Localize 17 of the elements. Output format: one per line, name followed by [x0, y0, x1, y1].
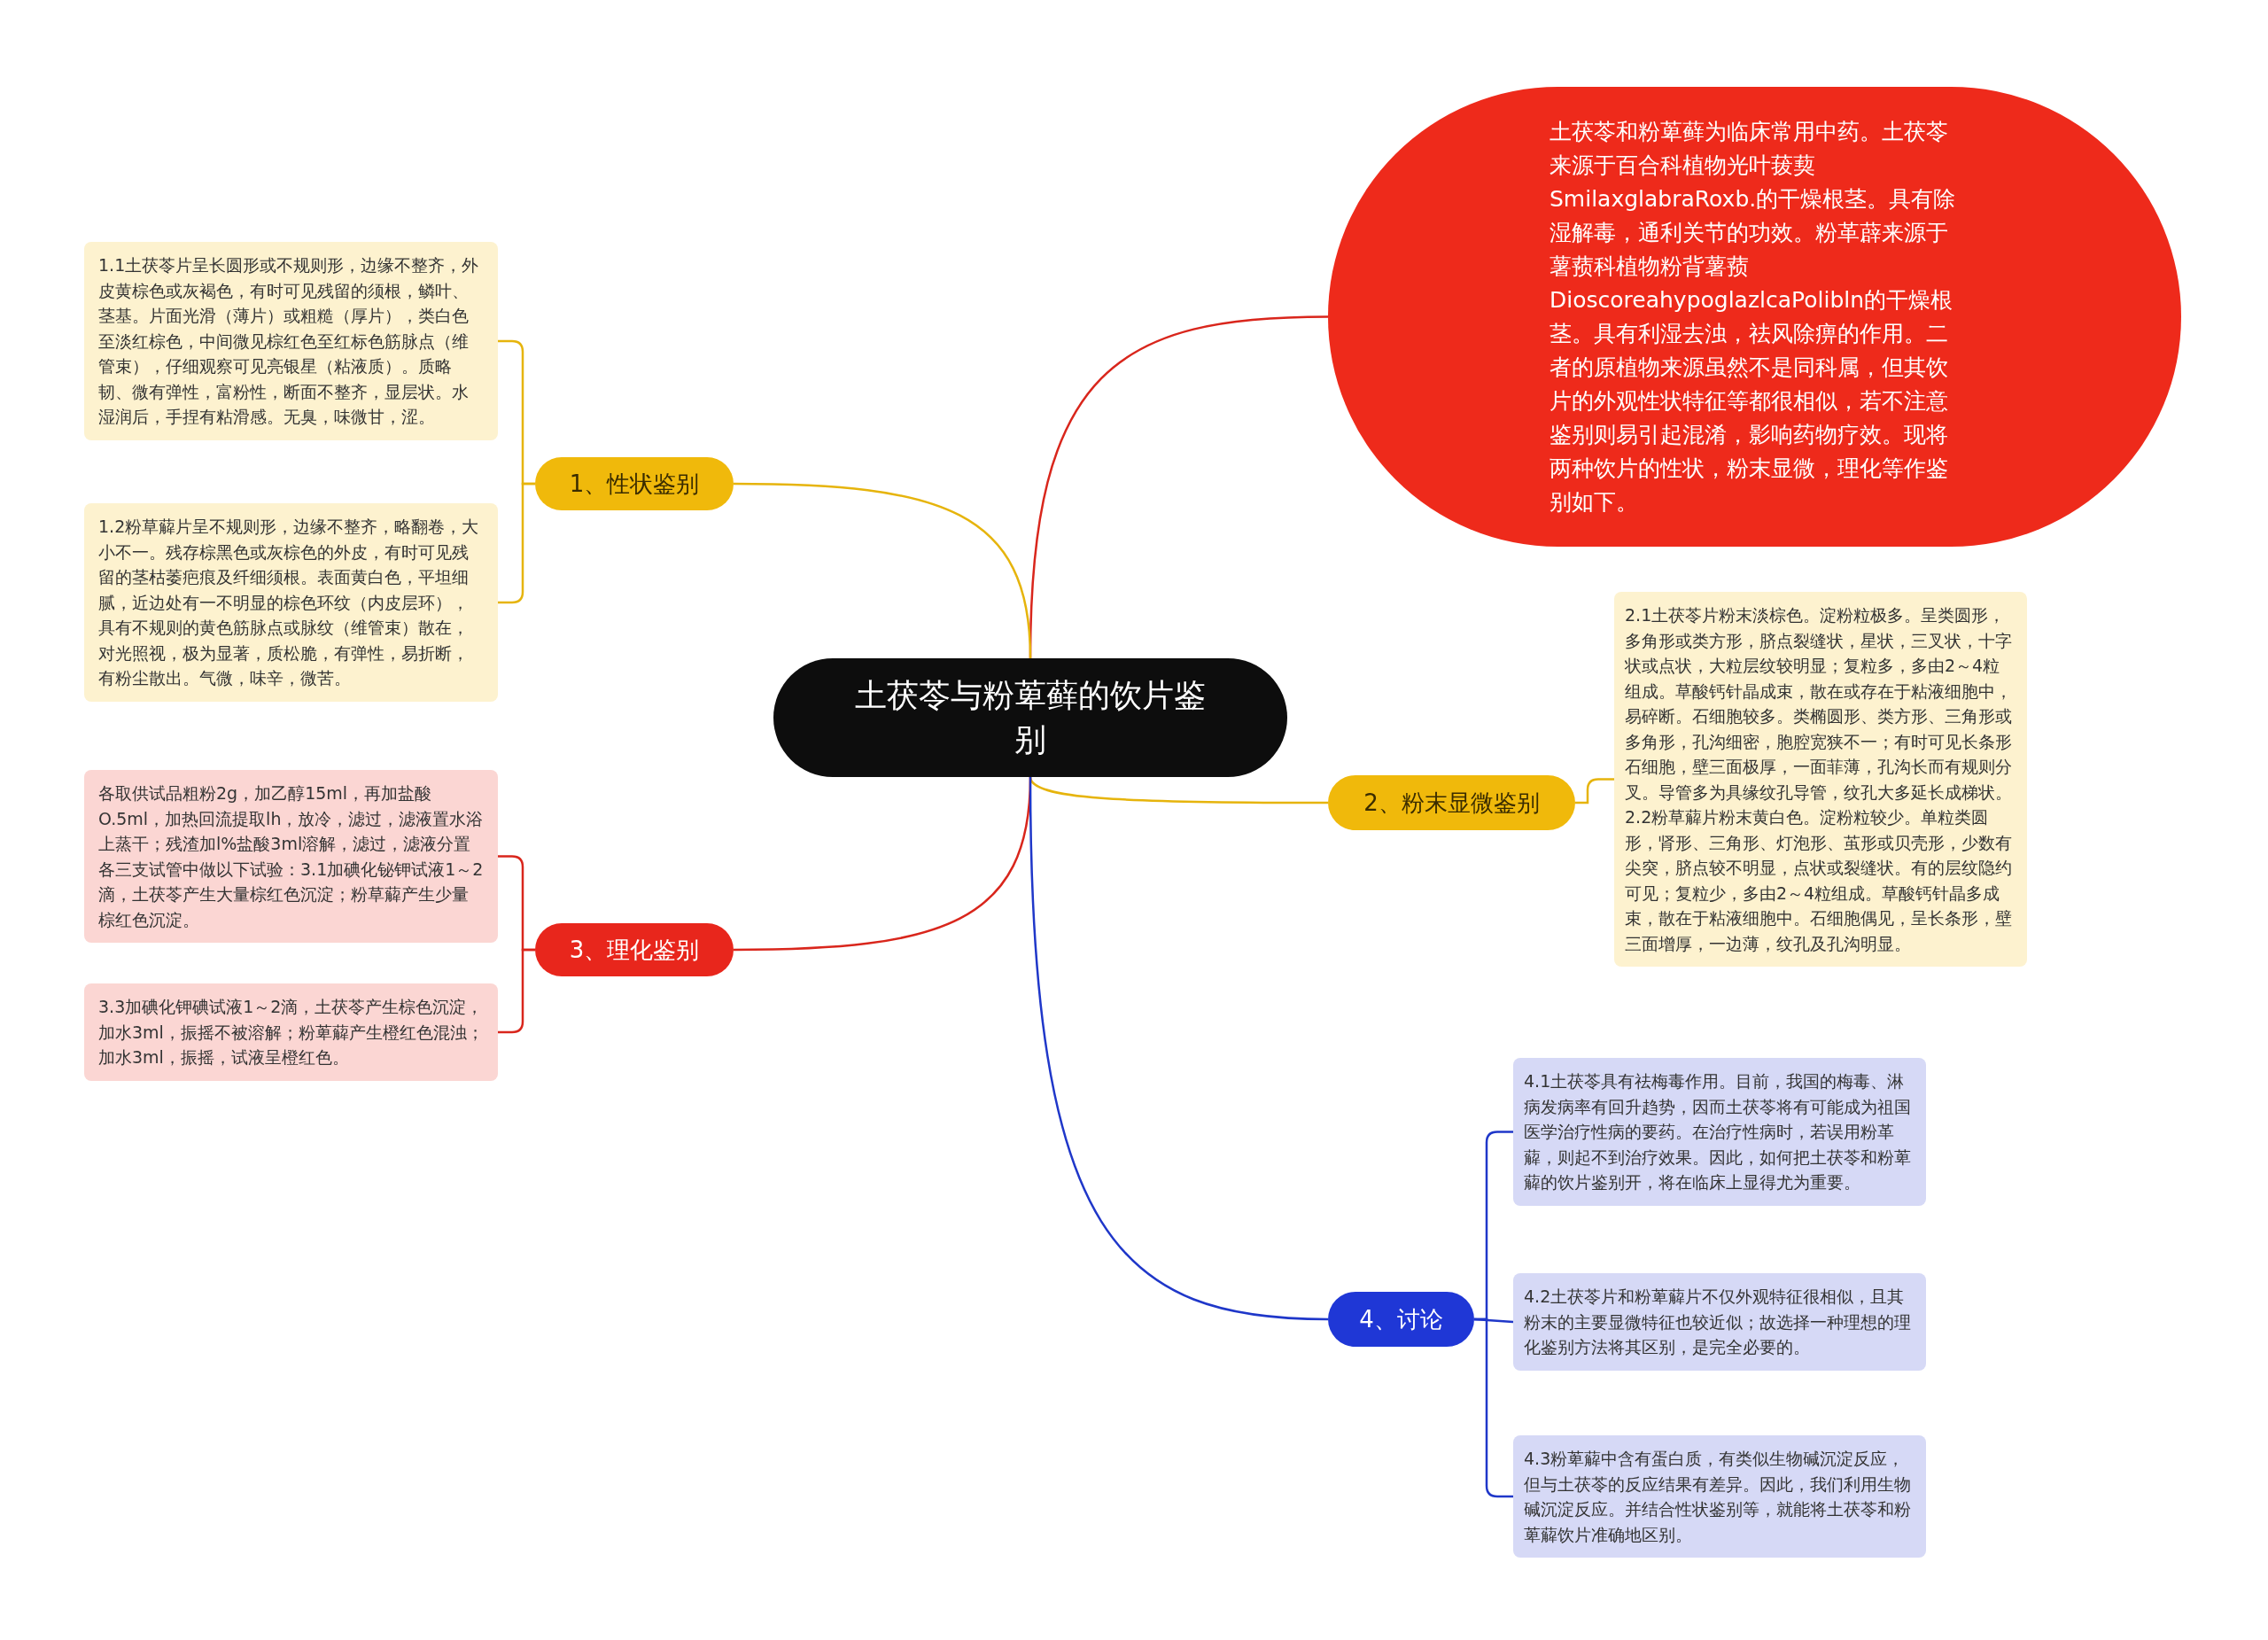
branch-pill: 2、粉末显微鉴别: [1328, 775, 1575, 830]
note-card: 4.2土茯苓片和粉萆薢片不仅外观特征很相似，且其粉末的主要显微特征也较近似；故选择一种理想的理化鉴别方法将其区别，是完全必要的。: [1513, 1273, 1926, 1371]
connector: [1575, 778, 1614, 804]
topic-pill: 土茯苓与粉萆藓的饮片鉴别: [773, 658, 1287, 777]
connector: [1029, 776, 1329, 1321]
note-card: 3.3加碘化钾碘试液1～2滴，土茯苓产生棕色沉淀，加水3ml，振摇不被溶解；粉萆薢产生橙红色混浊；加水3ml，振摇，试液呈橙红色。: [84, 983, 498, 1081]
connector: [734, 482, 1032, 659]
branch-pill: 3、理化鉴别: [535, 923, 734, 976]
note-card: 2.1土茯苓片粉末淡棕色。淀粉粒极多。呈类圆形，多角形或类方形，脐点裂缝状，星状，三叉状，十字状或点状，大粒层纹较明显；复粒多，多由2～4粒组成。草酸钙针晶成束，散在或存在于粘液细胞中，易碎断。石细胞较多。类椭圆形、类方形、三角形或多角形，孔沟细密，胞腔宽狭不一；有时可见长条形石细胞，壁三面极厚，一面菲薄，孔沟长而有规则分叉。导管多为具缘纹孔导管，纹孔大多延长成梯状。2.2粉草薢片粉末黄白色。淀粉粒较少。单粒类圆形，肾形、三角形、灯泡形、茧形或贝壳形，少数有尖突，脐点较不明显，点状或裂缝状。有的层纹隐约可见；复粒少，多由2～4粒组成。草酸钙针晶多成束，散在于粘液细胞中。石细胞偶见，呈长条形，壁三面增厚，一边薄，纹孔及孔沟明显。: [1614, 592, 2027, 967]
note-card: 1.1土茯苓片呈长圆形或不规则形，边缘不整齐，外皮黄棕色或灰褐色，有时可见残留的须根，鳞叶、茎基。片面光滑（薄片）或粗糙（厚片），类白色至淡红棕色，中间微见棕红色至红标色筋脉点（维管束），仔细观察可见亮银星（粘液质）。质略韧、微有弹性，富粉性，断面不整齐，显层状。水湿润后，手捏有粘滑感。无臭，味微甘，涩。: [84, 242, 498, 440]
branch-pill: 1、性状鉴别: [535, 457, 734, 510]
note-card: 4.1土茯苓具有祛梅毒作用。目前，我国的梅毒、淋病发病率有回升趋势，因而土茯苓将有可能成为祖国医学治疗性病的要药。在治疗性病时，若误用粉革薢，则起不到治疗效果。因此，如何把土茯苓和粉萆薢的饮片鉴别开，将在临床上显得尤为重要。: [1513, 1058, 1926, 1206]
connector: [1029, 776, 1328, 804]
note-card: 各取供试品粗粉2g，加乙醇15ml，再加盐酸O.5ml，加热回流提取lh，放冷，滤过，滤液置水浴上蒸干；残渣加l%盐酸3ml溶解，滤过，滤液分置各三支试管中做以下试验：3.1加碘化铋钾试液1～2滴，土茯苓产生大量棕红色沉淀；粉草薢产生少量棕红色沉淀。: [84, 770, 498, 943]
branch-pill: 4、讨论: [1328, 1292, 1474, 1347]
note-card: 4.3粉萆薢中含有蛋白质，有类似生物碱沉淀反应，但与土茯苓的反应结果有差异。因此，我们利用生物碱沉淀反应。并结合性状鉴别等，就能将土茯苓和粉萆薢饮片准确地区别。: [1513, 1435, 1926, 1558]
note-card: 1.2粉草薢片呈不规则形，边缘不整齐，略翻卷，大小不一。残存棕黑色或灰棕色的外皮，有时可见残留的茎枯萎疤痕及纤细须根。表面黄白色，平坦细腻，近边处有一不明显的棕色环纹（内皮层环），具有不规则的黄色筋脉点或脉纹（维管束）散在，对光照视，极为显著，质松脆，有弹性，易折断，有粉尘散出。气微，味辛，微苦。: [84, 503, 498, 702]
